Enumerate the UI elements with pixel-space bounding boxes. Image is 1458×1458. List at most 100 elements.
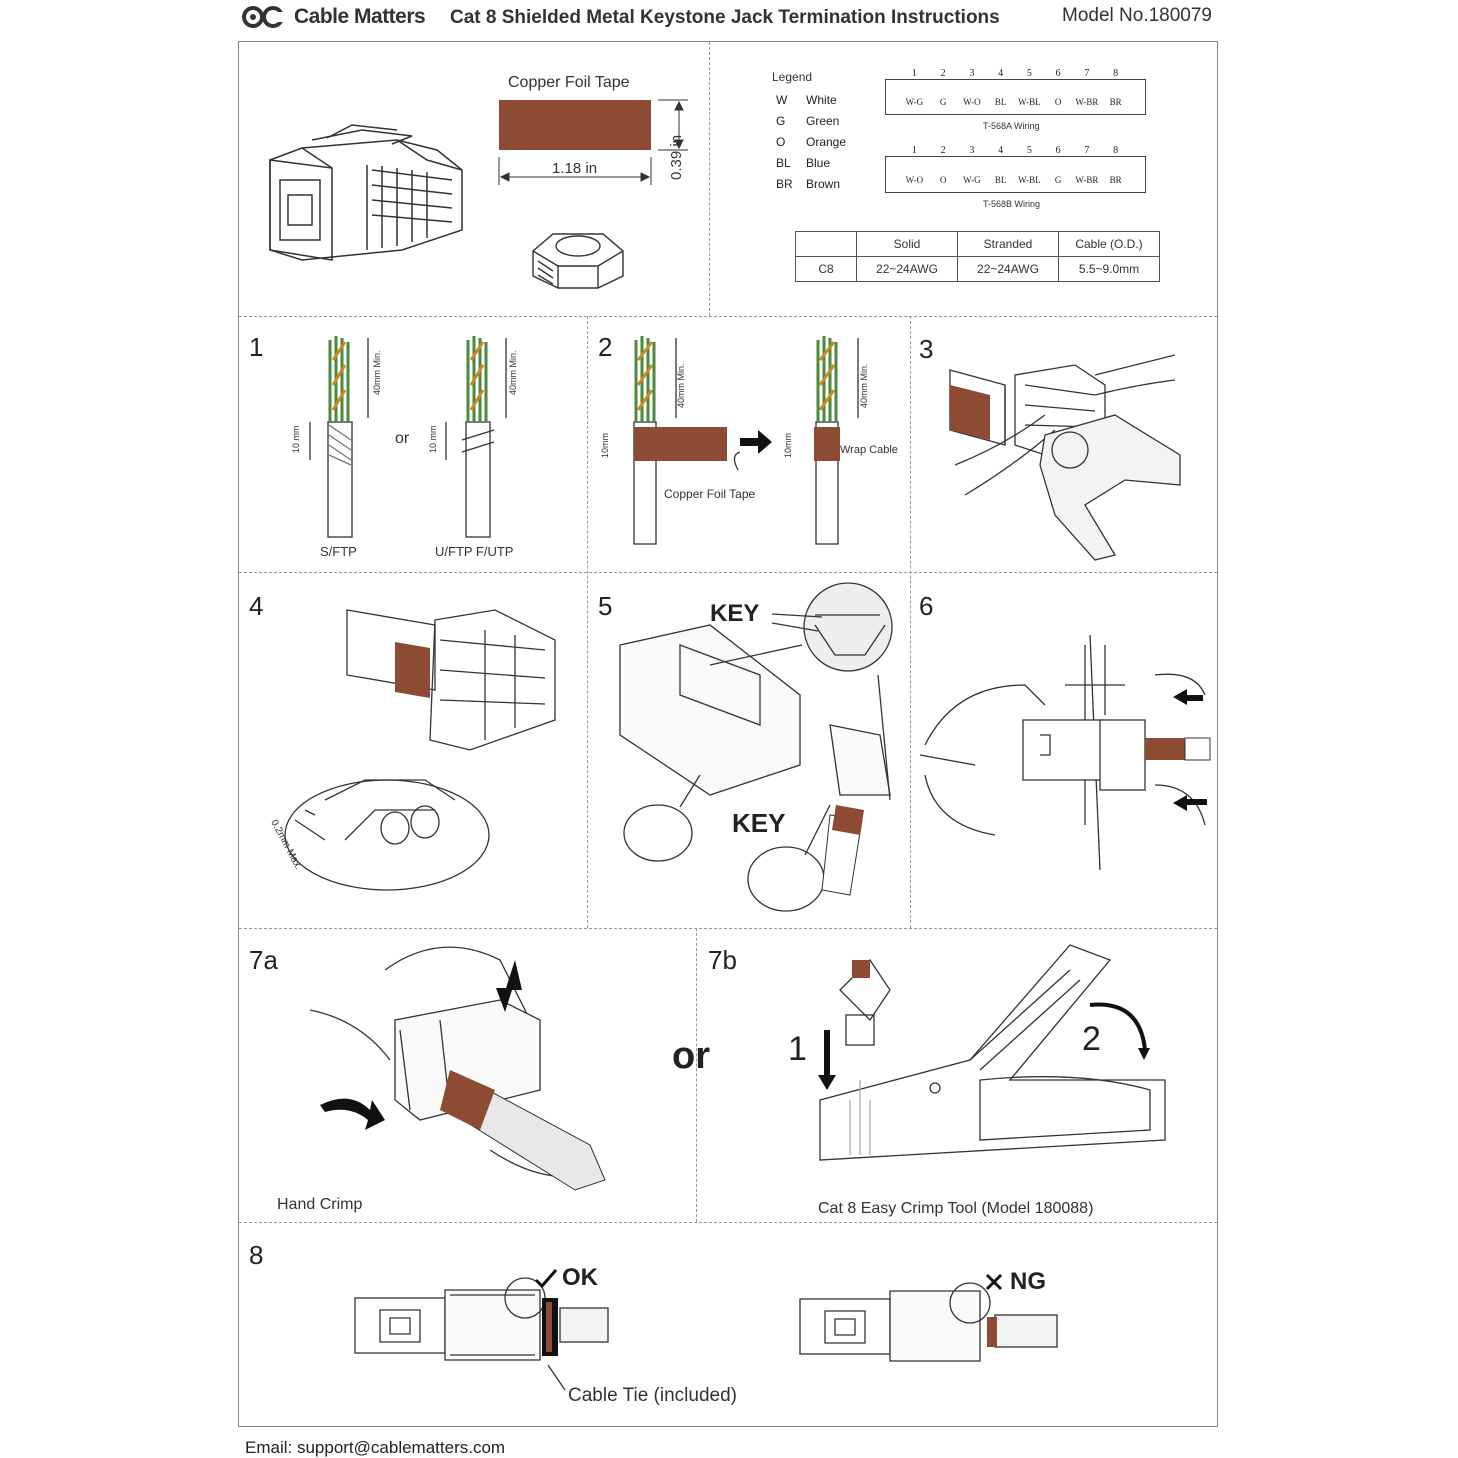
page-title: Cat 8 Shielded Metal Keystone Jack Termi… <box>450 7 1000 28</box>
table-header-cell: Cable (O.D.) <box>1058 231 1160 257</box>
step-7a-hand-crimp-illustration <box>309 946 606 1191</box>
pin-label: 2 <box>940 145 946 156</box>
pin-label: 8 <box>1113 68 1119 79</box>
pin-label: O <box>1054 97 1062 107</box>
table-cell: C8 <box>795 256 857 282</box>
step-1-number: 1 <box>249 332 264 362</box>
table-header-row: Solid Stranded Cable (O.D.) <box>795 231 1160 257</box>
cable-type-uftp: U/FTP F/UTP <box>435 544 514 559</box>
divider <box>910 316 911 928</box>
pin-label: W-BR <box>1075 97 1099 107</box>
step-6-number: 6 <box>919 591 934 621</box>
divider <box>709 42 710 316</box>
step-5-key-label: KEY <box>710 600 760 627</box>
step-5-key-label-2: KEY <box>732 808 786 838</box>
foil-dimension-lines <box>498 99 688 185</box>
support-email[interactable]: Email: support@cablematters.com <box>245 1438 506 1457</box>
cable-type-sftp: S/FTP <box>320 544 357 559</box>
ok-label: OK <box>562 1264 598 1291</box>
cross-icon <box>985 1273 1003 1291</box>
step-2-mm-label: 10mm <box>783 432 793 458</box>
pin-label: W-O <box>963 97 981 107</box>
step-7b-arrow-1-label: 1 <box>788 1030 807 1068</box>
foil-tape-label: Copper Foil Tape <box>508 74 630 91</box>
ng-label: NG <box>1010 1268 1046 1295</box>
pin-label: O <box>939 175 947 185</box>
table-cell: 22~24AWG <box>957 256 1059 282</box>
foil-height-label: 0.39 in <box>668 134 685 180</box>
pin-label: 4 <box>998 68 1004 79</box>
pin-label: W-G <box>905 97 924 107</box>
t568b-label: T-568B Wiring <box>983 199 1041 209</box>
instruction-frame <box>238 41 1218 1427</box>
brand-name: Cable Matters <box>294 5 426 28</box>
spec-table: Solid Stranded Cable (O.D.) C8 22~24AWG … <box>795 231 1160 282</box>
t568a-label: T-568A Wiring <box>983 121 1040 131</box>
cable-matters-logo-icon <box>242 6 286 28</box>
cap-illustration <box>532 233 624 289</box>
table-cell: 22~24AWG <box>856 256 958 282</box>
pin-label: BL <box>994 97 1007 107</box>
step-3-cut-wires-illustration <box>949 354 1181 561</box>
step-2-wrap-label: Wrap Cable <box>840 444 898 456</box>
copper-foil-swatch <box>499 100 651 150</box>
pin-label: 2 <box>940 68 946 79</box>
t568a-pin-colors: W-G G W-O BL W-BL O W-BR BR <box>900 97 1130 107</box>
step-7b-arrow-2-label: 2 <box>1082 1020 1101 1058</box>
divider <box>239 316 1217 317</box>
pin-label: 5 <box>1026 68 1032 79</box>
table-header-cell: Solid <box>856 231 958 257</box>
keystone-jack-illustration <box>269 124 463 261</box>
step-1-min-label: 40mm Min. <box>372 350 382 395</box>
step-8-number: 8 <box>249 1240 264 1270</box>
brand-logo: Cable Matters <box>242 2 426 32</box>
t568a-pin-numbers: 1 2 3 4 5 6 7 8 <box>900 68 1130 79</box>
step-7b-caption: Cat 8 Easy Crimp Tool (Model 180088) <box>818 1200 1094 1217</box>
pin-label: W-G <box>963 175 981 185</box>
pin-label: G <box>939 97 947 107</box>
pin-label: BL <box>994 175 1007 185</box>
pin-label: W-BL <box>1018 175 1041 185</box>
divider <box>239 1222 1217 1223</box>
step-7a-caption: Hand Crimp <box>277 1196 363 1213</box>
model-number: Model No.180079 <box>1062 5 1212 26</box>
t568a-diagram <box>885 79 1146 115</box>
divider <box>696 928 697 1222</box>
table-header-cell <box>795 231 857 257</box>
step-1-min-label: 40mm Min. <box>508 350 518 395</box>
table-row: C8 22~24AWG 22~24AWG 5.5~9.0mm <box>795 256 1160 282</box>
step-4-number: 4 <box>249 591 264 621</box>
t568b-diagram <box>885 156 1146 193</box>
divider <box>239 928 1217 929</box>
step-6-assemble-illustration <box>919 634 1211 871</box>
divider <box>587 316 588 928</box>
pin-label: G <box>1054 175 1062 185</box>
step-2-number: 2 <box>598 332 613 362</box>
or-separator: or <box>672 1035 710 1077</box>
pin-label: BR <box>1109 97 1122 107</box>
step-7a-number: 7a <box>249 945 278 975</box>
pin-label: 6 <box>1055 68 1061 79</box>
step-1-mm-label: 10 mm <box>291 425 301 453</box>
pin-label: 7 <box>1084 68 1090 79</box>
step-5-number: 5 <box>598 591 613 621</box>
cable-tie-label: Cable Tie (included) <box>568 1385 737 1406</box>
step-8-ok-illustration <box>354 1277 609 1391</box>
pin-label: W-BL <box>1018 97 1041 107</box>
step-2-min-label: 40mm Min. <box>676 363 686 408</box>
step-7b-crimp-tool-illustration <box>818 944 1166 1161</box>
pin-label: 1 <box>911 68 917 79</box>
step-5-alignment-illustration <box>619 582 893 912</box>
step-1-mm-label: 10 mm <box>428 425 438 453</box>
divider <box>239 572 1217 573</box>
pin-label: W-O <box>905 175 924 185</box>
step-1-or-label: or <box>395 430 410 447</box>
pin-label: 3 <box>969 68 975 79</box>
step-8-ng-illustration <box>799 1282 1058 1362</box>
step-2-mm-label: 10mm <box>600 432 610 458</box>
